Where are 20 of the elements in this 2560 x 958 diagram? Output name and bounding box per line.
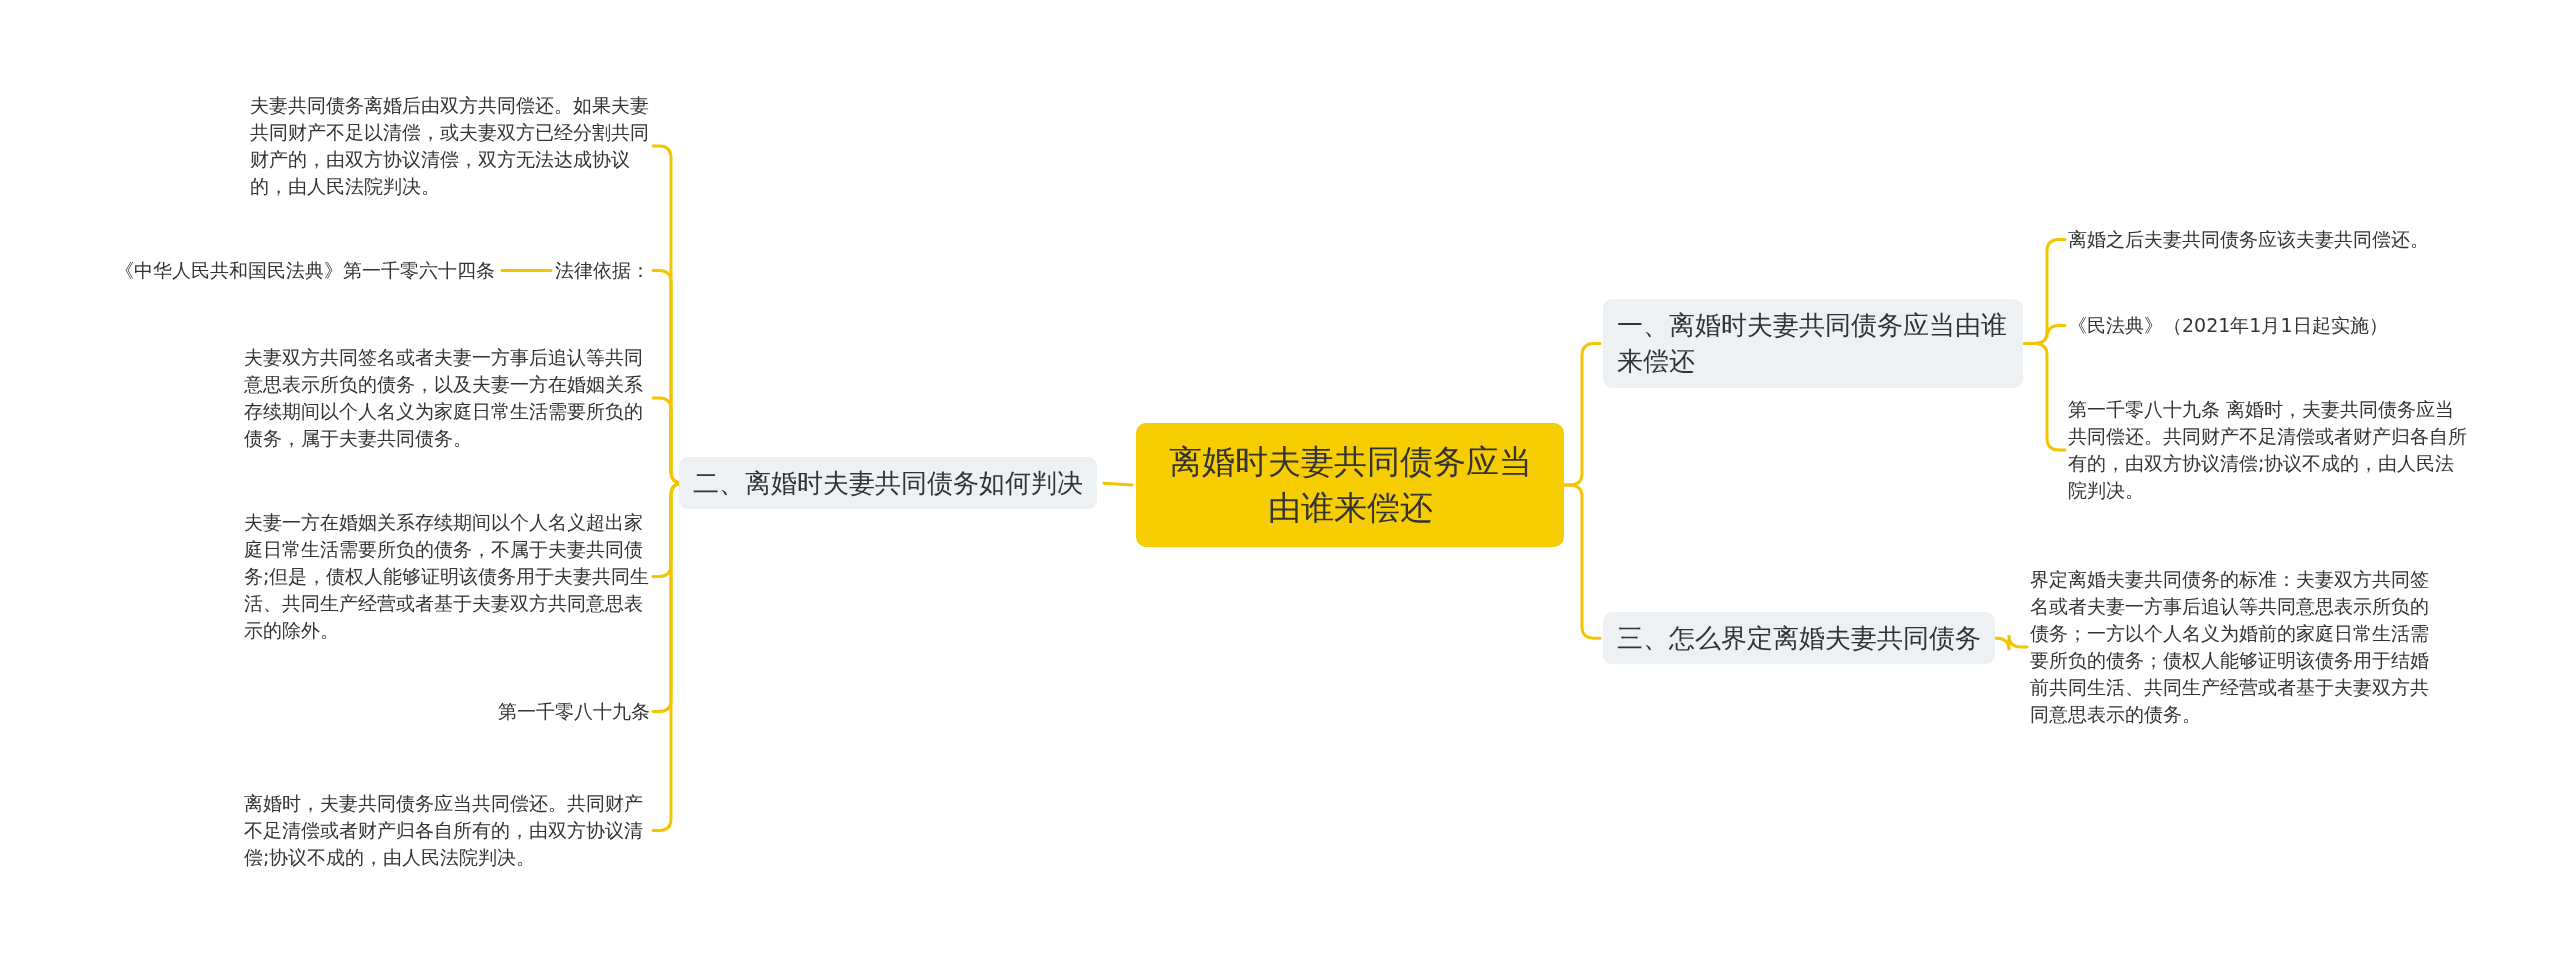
topic-text: 夫妻双方共同签名或者夫妻一方事后追认等共同意思表示所负的债务，以及夫妻一方在婚姻关系存续期间以个人名义为家庭日常生活需要所负的债务，属于夫妻共同债务。 — [244, 344, 650, 452]
connector-line — [1562, 483, 1602, 640]
topic-text: 离婚时，夫妻共同债务应当共同偿还。共同财产不足清偿或者财产归各自所有的，由双方协议清偿;协议不成的，由人民法院判决。 — [244, 790, 650, 871]
connector-line — [2021, 341, 2067, 452]
connector-line — [1102, 481, 1134, 487]
topic-text: 界定离婚夫妻共同债务的标准：夫妻双方共同签名或者夫妻一方事后追认等共同意思表示所负的债务；一方以个人名义为婚前的家庭日常生活需要所负的债务；债权人能够证明该债务用于结婚前共同生活、共同生产经营或者基于夫妻双方共同意思表示的债务。 — [2030, 566, 2436, 728]
connector-line — [1993, 633, 2029, 652]
topic-text: 第一千零八十九条 离婚时，夫妻共同债务应当共同偿还。共同财产不足清偿或者财产归各自所有的，由双方协议清偿;协议不成的，由人民法院判决。 — [2068, 396, 2470, 504]
connector-line — [500, 269, 553, 272]
topic-text: 《民法典》（2021年1月1日起实施） — [2068, 312, 2488, 339]
central-topic-box: 离婚时夫妻共同债务应当由谁来偿还 — [1136, 423, 1564, 547]
topic-text: 夫妻共同债务离婚后由双方共同偿还。如果夫妻共同财产不足以清偿，或夫妻双方已经分割共同财产的，由双方协议清偿，双方无法达成协议的，由人民法院判决。 — [250, 92, 650, 200]
topic-text: 离婚之后夫妻共同债务应该夫妻共同偿还。 — [2068, 226, 2488, 253]
topic-text: 《中华人民共和国民法典》第一千零六十四条 — [115, 257, 495, 284]
topic-text: 法律依据： — [555, 257, 650, 284]
topic-box: 二、离婚时夫妻共同债务如何判决 — [679, 457, 1097, 510]
topic-text: 第一千零八十九条 — [498, 698, 650, 725]
topic-box: 一、离婚时夫妻共同债务应当由谁来偿还 — [1603, 299, 2023, 388]
topic-box: 三、怎么界定离婚夫妻共同债务 — [1603, 612, 1995, 665]
topic-text: 夫妻一方在婚姻关系存续期间以个人名义超出家庭日常生活需要所负的债务，不属于夫妻共同债务;但是，债权人能够证明该债务用于夫妻共同生活、共同生产经营或者基于夫妻双方共同意思表示的除外。 — [244, 509, 650, 644]
